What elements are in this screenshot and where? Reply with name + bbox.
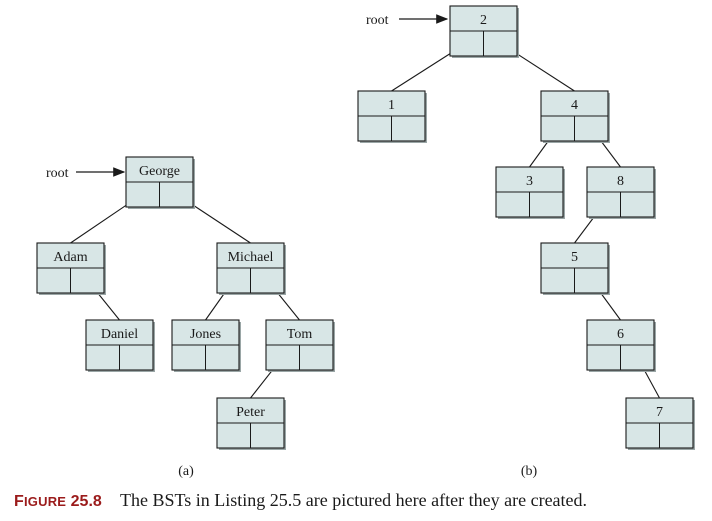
tree-b-node-n3: 3 — [495, 166, 565, 219]
node-label: 7 — [656, 405, 663, 420]
tree-b-node-n6: 6 — [586, 319, 656, 372]
tree-a-panel-label: (a) — [178, 464, 194, 479]
tree-b: root 2 1 4 3 8 5 6 7 (b) — [357, 5, 695, 479]
tree-a-node-george: George — [125, 156, 195, 209]
node-label: Michael — [228, 250, 274, 265]
node-label: Tom — [287, 327, 313, 342]
figure-caption: FIGURE 25.8 The BSTs in Listing 25.5 are… — [14, 490, 704, 514]
node-label: 2 — [480, 13, 487, 28]
node-label: 5 — [571, 250, 578, 265]
tree-b-node-n1: 1 — [357, 90, 427, 143]
tree-b-node-n8: 8 — [586, 166, 656, 219]
tree-b-node-n2: 2 — [449, 5, 519, 58]
tree-b-root-label: root — [366, 13, 389, 28]
node-label: George — [139, 164, 180, 179]
caption-prefix-rest: IGURE — [23, 494, 67, 509]
node-label: 4 — [571, 98, 578, 113]
node-label: 1 — [388, 98, 395, 113]
node-label: 6 — [617, 327, 624, 342]
caption-number: 25.8 — [70, 493, 102, 510]
node-label: Peter — [236, 405, 265, 420]
tree-a-node-michael: Michael — [216, 242, 286, 295]
node-label: 8 — [617, 174, 624, 189]
caption-prefix-initial: F — [14, 493, 24, 510]
tree-a-node-peter: Peter — [216, 397, 286, 450]
tree-b-panel-label: (b) — [521, 464, 538, 479]
node-label: Adam — [53, 250, 87, 265]
caption-text: The BSTs in Listing 25.5 are pictured he… — [119, 490, 588, 510]
tree-b-node-n4: 4 — [540, 90, 610, 143]
node-label: Daniel — [101, 327, 138, 342]
tree-b-node-n7: 7 — [625, 397, 695, 450]
node-label: 3 — [526, 174, 533, 189]
tree-a-node-adam: Adam — [36, 242, 106, 295]
caption-prefix: FIGURE — [14, 493, 66, 510]
tree-a-root-label: root — [46, 166, 69, 181]
tree-a-node-daniel: Daniel — [85, 319, 155, 372]
tree-a-node-tom: Tom — [265, 319, 335, 372]
tree-a-node-jones: Jones — [171, 319, 241, 372]
node-label: Jones — [190, 327, 221, 342]
tree-b-node-n5: 5 — [540, 242, 610, 295]
